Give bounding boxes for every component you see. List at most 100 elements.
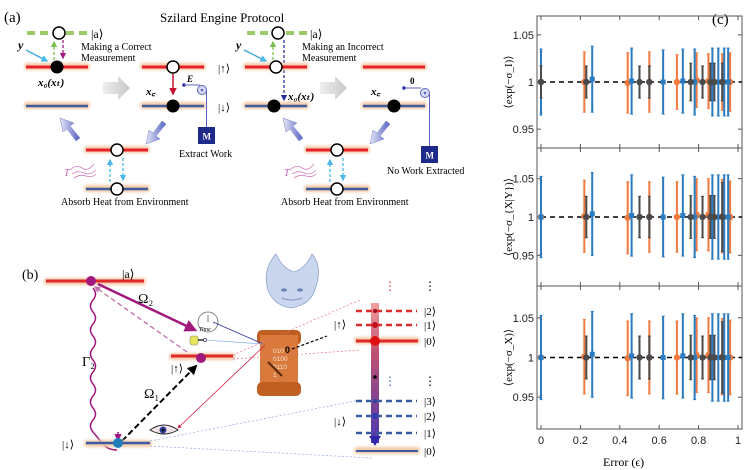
error-bar-chart: 0.9511.05⟨exp(−σ_I)⟩0.9511.05⟨exp(−σ_{X|… (503, 15, 743, 447)
blue-data-point (725, 174, 731, 260)
blue-marker (680, 78, 686, 84)
blue-data-point (629, 47, 635, 115)
gray-data-point (687, 195, 694, 239)
open-state-dot (269, 60, 283, 74)
blue-data-point (680, 313, 686, 399)
panel-a-title: Szilard Engine Protocol (160, 10, 285, 25)
quill-icon (267, 361, 283, 377)
correct-measurement-cycle: |a⟩ y Making a Correct Measurement x₀(xₜ… (16, 26, 232, 208)
x-tick-label: 0.2 (573, 435, 588, 447)
open-state-dot (271, 26, 285, 40)
blue-marker (589, 76, 595, 82)
state-up-label: |↑⟩ (218, 63, 230, 75)
gray-data-point (646, 195, 653, 239)
tape-bits: 0110 (273, 364, 287, 371)
connector-line (212, 321, 264, 345)
gray-process-arrow (103, 76, 130, 100)
omega1-label: Ω₁ (144, 387, 159, 402)
record-arrow (177, 344, 266, 429)
energy-label: E (186, 74, 193, 84)
panel-c-label: (c) (712, 12, 729, 28)
absorb-heat-caption: Absorb Heat from Environment (281, 197, 409, 208)
gray-marker (711, 78, 718, 86)
blue-data-point (692, 48, 698, 116)
ladder-dot (373, 375, 377, 379)
gray-data-point (687, 62, 694, 102)
y-pointer-arrow (243, 49, 268, 62)
gray-data-point (537, 65, 545, 99)
blue-marker (538, 355, 544, 360)
ellipsis-red: ⋮ (384, 279, 396, 293)
y-axis-label: ⟨exp(−σ_{X|Y})⟩ (503, 178, 515, 256)
no-work-caption: No Work Extracted (387, 166, 464, 177)
gray-marker (687, 354, 694, 361)
gray-marker (636, 78, 643, 86)
y-tick-label: 0.95 (513, 124, 534, 136)
blue-marker (629, 78, 635, 84)
ladder-up-state: |↑⟩ (334, 319, 346, 331)
extract-work-caption: Extract Work (179, 149, 232, 160)
gray-data-point (699, 335, 706, 380)
state-up-label: |↑⟩ (171, 363, 183, 375)
y-pointer-arrow (25, 49, 49, 62)
gray-data-point (646, 65, 653, 99)
tape-bits: 010 (273, 348, 284, 355)
omega2-arrow (97, 282, 198, 332)
energy-ladder: ⋮ ⋮ |2⟩ |1⟩ |↑⟩ |0⟩ ⋮ ⋮ |3⟩ |2⟩ |1⟩ |↓⟩ (334, 279, 436, 458)
ladder-up-label: |1⟩ (424, 320, 436, 332)
gray-data-point (699, 195, 706, 239)
orange-marker (673, 213, 681, 221)
blue-data-point (660, 176, 666, 258)
blue-process-arrow (369, 120, 391, 145)
gray-marker (711, 354, 718, 361)
blue-marker (538, 214, 544, 220)
blue-marker (715, 355, 721, 360)
mass-block (421, 146, 438, 163)
y-label: y (234, 38, 242, 52)
gray-data-point (636, 195, 643, 239)
open-state-dot (330, 182, 344, 196)
ladder-down-label: |0⟩ (424, 446, 436, 458)
gray-marker (687, 213, 694, 221)
mass-label: M (203, 132, 212, 142)
x-tick-label: 0.8 (691, 435, 706, 447)
gray-data-point (719, 182, 726, 252)
atom-a (86, 276, 96, 286)
blue-data-point (715, 313, 721, 402)
orange-data-point (673, 54, 681, 110)
ellipsis: ⋮ (424, 279, 436, 293)
ladder-down-label: |2⟩ (424, 411, 436, 423)
x-tick-label: 0 (538, 435, 544, 447)
open-state-dot (330, 143, 344, 157)
pulley-hub (423, 91, 427, 95)
gray-marker (699, 354, 706, 361)
tape-bits: 1 (273, 372, 277, 379)
x-tick-label: 0.6 (652, 435, 667, 447)
gray-data-point (583, 65, 590, 99)
heat-wave-icon (69, 163, 97, 179)
y-tick-label: 1.05 (513, 313, 534, 325)
blue-data-point (629, 174, 635, 257)
blue-marker (680, 212, 686, 218)
panel-b-label: (b) (22, 268, 39, 283)
orange-marker (673, 354, 681, 361)
blue-marker (692, 79, 698, 85)
open-state-dot (166, 60, 180, 74)
gray-data-point (583, 195, 590, 239)
panel-c: (c) 0.9511.05⟨exp(−σ_I)⟩0.9511.05⟨exp(−σ… (503, 12, 743, 469)
blue-marker (629, 353, 635, 359)
state-down-label: |↓⟩ (62, 439, 74, 451)
gray-data-point (636, 65, 643, 99)
gamma2-label: Γ₂ (82, 355, 95, 370)
gray-marker (719, 213, 726, 221)
state-a-label: |a⟩ (91, 27, 103, 41)
tape-bits: 0100 (273, 356, 288, 363)
gray-marker (646, 213, 653, 221)
ladder-dot (372, 322, 378, 328)
blue-data-point (660, 315, 666, 400)
blue-marker (692, 214, 698, 220)
gray-data-point (711, 334, 718, 381)
gamma2-wavy-arrow (89, 287, 118, 451)
